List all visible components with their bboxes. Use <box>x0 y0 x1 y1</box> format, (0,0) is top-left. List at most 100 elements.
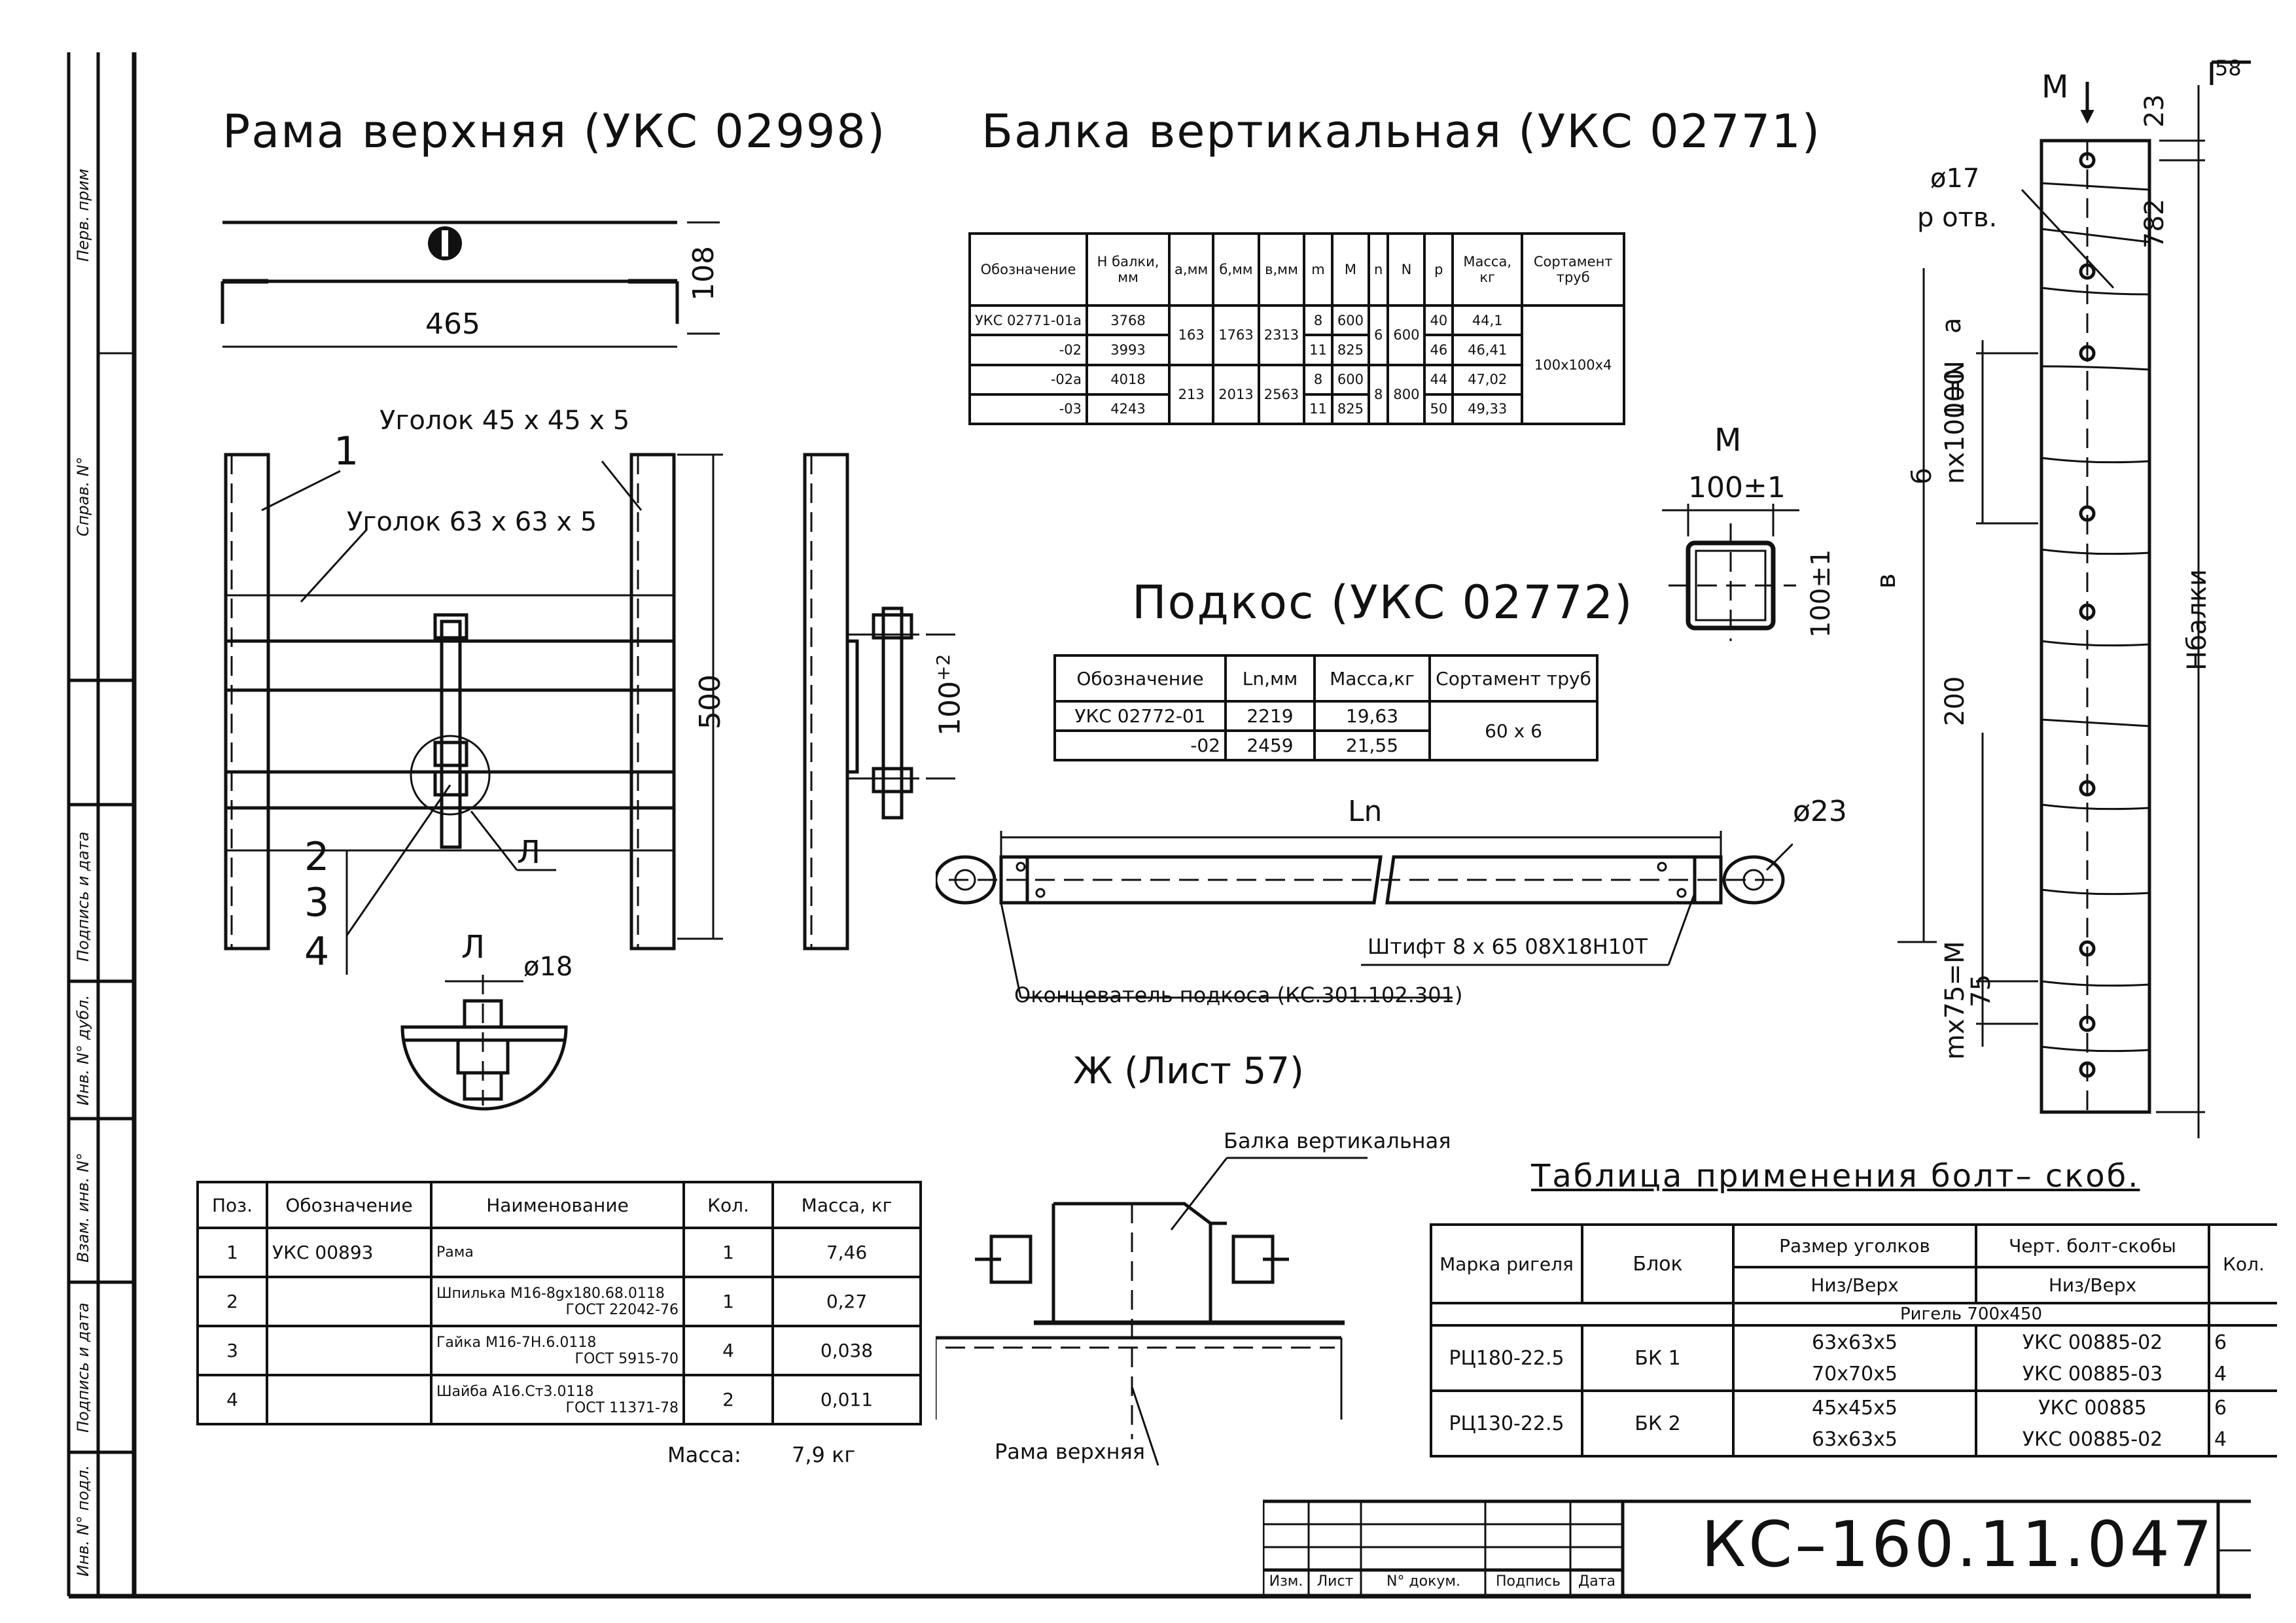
margin-label-sprav: Справ. N° <box>74 457 92 536</box>
balka-r2-c10: 47,02 <box>1451 363 1524 396</box>
balka-r2-c8: 800 <box>1386 363 1426 425</box>
parts-r0-oboz: УКС 00893 <box>266 1227 433 1278</box>
section-m-height: 100±1 <box>1806 549 1836 638</box>
bolt-r3-kol: 4 <box>2208 1423 2277 1457</box>
tb-col-list: Лист <box>1316 1573 1354 1590</box>
beam-d200: 200 <box>1940 676 1970 726</box>
parts-r1-kol: 1 <box>682 1276 774 1327</box>
balka-r0-c3: 1763 <box>1212 304 1260 366</box>
podkos-drawing <box>936 831 1793 999</box>
margin-label-vzam: Взам. инв. N° <box>74 1153 92 1263</box>
parts-r2-name-l2: ГОСТ 5915-70 <box>574 1350 679 1367</box>
parts-r3-oboz <box>266 1374 433 1425</box>
parts-h-4: Масса, кг <box>771 1181 922 1229</box>
beam-dia: ø17 <box>1930 164 1980 194</box>
beam-d23: 23 <box>2140 94 2170 128</box>
margin-label-podpis2: Подпись и дата <box>74 1302 92 1433</box>
balka-r2-c1: 4018 <box>1086 363 1171 396</box>
detail-l-drawing <box>400 975 568 1111</box>
balka-h-1: Н балки, мм <box>1086 232 1171 307</box>
label-ugolok-63: Уголок 63 x 63 x 5 <box>347 507 597 537</box>
balka-r0-c1: 3768 <box>1086 304 1171 337</box>
dim-100-value: 100 <box>933 681 967 736</box>
bolt-h-kol: Кол. <box>2208 1223 2277 1304</box>
callout-2: 2 <box>304 834 330 880</box>
parts-r0-name-l1: Рама <box>436 1244 474 1261</box>
balka-r0-c6: 600 <box>1330 304 1371 337</box>
balka-h-2: а,мм <box>1168 232 1215 307</box>
parts-mass-value: 7,9 кг <box>792 1442 856 1467</box>
dim-100-tolerance: +2 <box>932 654 954 682</box>
beam-v: в <box>1871 573 1901 589</box>
balka-h-6: M <box>1330 232 1371 307</box>
bolt-h-razmer: Размер уголков <box>1732 1223 1977 1268</box>
podkos-okonch: Оконцеватель подкоса (КС.301.102.301) <box>1014 983 1463 1007</box>
balka-h-7: n <box>1367 232 1390 307</box>
beam-hbalki: Hбалки <box>2182 569 2212 671</box>
parts-r1-mass: 0,27 <box>771 1276 922 1327</box>
parts-r3-mass: 0,011 <box>771 1374 922 1425</box>
parts-r1-oboz <box>266 1276 433 1327</box>
balka-r2-c5: 8 <box>1303 363 1333 396</box>
podkos-dia: ø23 <box>1793 795 1847 828</box>
podkos-h-1: Ln,мм <box>1224 654 1316 703</box>
bolt-r1-cherm: УКС 00885-03 <box>1975 1358 2210 1392</box>
balka-h-9: p <box>1423 232 1455 307</box>
parts-r3-name-l1: Шайба А16.Ст3.0118 <box>436 1383 594 1400</box>
tb-col-podpis: Подпись <box>1496 1573 1561 1590</box>
bolt-h-niz2: Низ/Верх <box>1975 1266 2210 1304</box>
balka-r1-c1: 3993 <box>1086 334 1171 366</box>
title-podkos: Подкос (УКС 02772) <box>1132 576 1634 629</box>
balka-r0-c2: 163 <box>1168 304 1215 366</box>
callout-1: 1 <box>334 428 359 474</box>
tb-col-dokum: N° докум. <box>1386 1573 1461 1590</box>
balka-h-10: Масса, кг <box>1451 232 1524 307</box>
balka-r1-c0: -02 <box>968 334 1089 366</box>
podkos-h-0: Обозначение <box>1053 654 1227 703</box>
beam-d782: 782 <box>2140 198 2170 249</box>
beam-m-label: M <box>2041 69 2069 105</box>
balka-h-5: m <box>1303 232 1333 307</box>
balka-h-0: Обозначение <box>968 232 1089 307</box>
balka-r1-c9: 46 <box>1423 334 1455 366</box>
parts-r2-oboz <box>266 1325 433 1376</box>
zh-drawing <box>936 1157 1368 1466</box>
callout-4: 4 <box>304 929 330 975</box>
beam-a: а <box>1937 317 1967 334</box>
podkos-shtift: Штифт 8 x 65 08Х18Н10Т <box>1368 934 1648 959</box>
doc-number: КС–160.11.047 <box>1701 1508 2215 1581</box>
parts-r3-kol: 2 <box>682 1374 774 1425</box>
parts-h-3: Кол. <box>682 1181 774 1229</box>
margin-label-podpis1: Подпись и дата <box>74 831 92 962</box>
parts-h-1: Обозначение <box>266 1181 433 1229</box>
parts-r0-pos: 1 <box>196 1227 268 1278</box>
podkos-h-3: Сортамент труб <box>1428 654 1598 703</box>
balka-r1-c6: 825 <box>1330 334 1371 366</box>
podkos-r0-c1: 2219 <box>1224 700 1316 732</box>
marker-l: Л <box>517 834 541 871</box>
parts-r3-pos: 4 <box>196 1374 268 1425</box>
section-m-label: M <box>1714 422 1742 459</box>
podkos-h-2: Масса,кг <box>1313 654 1431 703</box>
bolt-r0-marka: РЦ180-22.5 <box>1430 1324 1583 1392</box>
balka-r2-c9: 44 <box>1423 363 1455 396</box>
label-ugolok-45: Уголок 45 x 45 x 5 <box>380 406 630 436</box>
bolt-h-marka: Марка ригеля <box>1430 1223 1583 1304</box>
title-balka: Балка вертикальная (УКС 02771) <box>981 105 1822 158</box>
section-m-width: 100±1 <box>1688 471 1786 504</box>
balka-r0-c9: 40 <box>1423 304 1455 337</box>
podkos-r1-c1: 2459 <box>1224 729 1316 761</box>
beam-b: б <box>1907 468 1937 484</box>
margin-label-perv: Перв. прим <box>74 168 92 262</box>
parts-r2-name-l1: Гайка М16-7Н.6.0118 <box>436 1334 597 1351</box>
bolt-r2-kol: 6 <box>2208 1389 2277 1423</box>
title-zh: Ж (Лист 57) <box>1073 1050 1304 1092</box>
balka-h-4: в,мм <box>1257 232 1306 307</box>
tb-col-izm: Изм. <box>1269 1573 1303 1590</box>
zh-balka-label: Балка вертикальная <box>1224 1128 1451 1153</box>
beam-d75: 75 <box>1966 974 1996 1007</box>
bolt-sub: Ригель 700x450 <box>1732 1303 2210 1325</box>
